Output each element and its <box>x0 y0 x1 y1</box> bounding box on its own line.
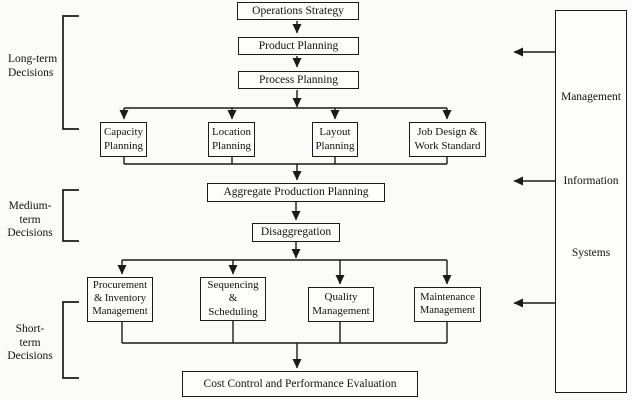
box-process-planning: Process Planning <box>238 71 359 89</box>
mis-word-systems: Systems <box>571 247 611 259</box>
box-capacity-planning: Capacity Planning <box>100 122 147 157</box>
label-medium-term-decisions: Medium- term Decisions <box>7 200 53 240</box>
box-product-planning: Product Planning <box>238 37 359 55</box>
box-cost-control-performance-evaluation: Cost Control and Performance Evaluation <box>182 371 418 397</box>
label-short-term-decisions: Short- term Decisions <box>7 323 53 363</box>
box-job-design-work-standard: Job Design & Work Standard <box>409 122 486 157</box>
box-location-planning: Location Planning <box>208 122 255 157</box>
mis-word-information: Information <box>563 175 619 187</box>
box-disaggregation: Disaggregation <box>252 223 340 242</box>
box-maintenance-management: Maintenance Management <box>414 287 481 322</box>
box-layout-planning: Layout Planning <box>312 122 358 157</box>
box-aggregate-production-planning: Aggregate Production Planning <box>207 183 385 202</box>
box-quality-management: Quality Management <box>308 287 374 322</box>
box-operations-strategy: Operations Strategy <box>237 2 359 20</box>
label-long-term-decisions: Long-term Decisions <box>8 53 58 79</box>
box-sequencing-scheduling: Sequencing & Scheduling <box>200 277 266 321</box>
mis-word-management: Management <box>560 91 622 103</box>
box-management-information-systems: Management Information Systems <box>555 10 627 393</box>
box-procurement-inventory-management: Procurement & Inventory Management <box>87 277 153 322</box>
